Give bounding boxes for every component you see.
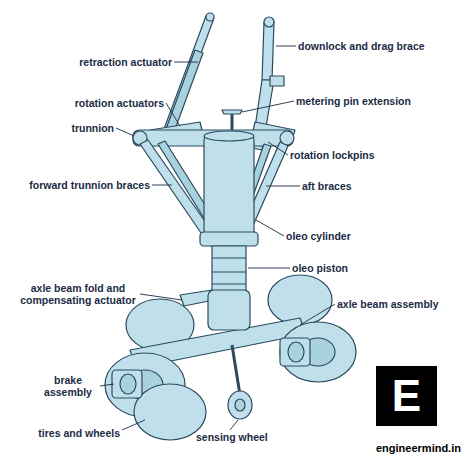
part-label: tires and wheels bbox=[38, 427, 120, 439]
part-label: oleo piston bbox=[292, 262, 348, 274]
part-label: axle beam assembly bbox=[337, 298, 439, 310]
logo-box: E bbox=[376, 366, 437, 426]
part-label: axle beam fold and compensating actuator bbox=[18, 282, 138, 306]
part-label: brake assembly bbox=[38, 374, 98, 398]
part-label: retraction actuator bbox=[79, 56, 172, 68]
part-label: sensing wheel bbox=[196, 431, 268, 443]
part-label: downlock and drag brace bbox=[298, 40, 425, 52]
watermark: engineermind.in bbox=[376, 442, 461, 454]
part-label: rotation lockpins bbox=[290, 149, 375, 161]
part-label: metering pin extension bbox=[296, 95, 411, 107]
part-label: trunnion bbox=[71, 122, 114, 134]
part-label: rotation actuators bbox=[75, 97, 164, 109]
part-label: forward trunnion braces bbox=[29, 179, 150, 191]
part-label: aft braces bbox=[302, 180, 352, 192]
part-label: oleo cylinder bbox=[286, 230, 351, 242]
logo-letter: E bbox=[392, 374, 421, 418]
